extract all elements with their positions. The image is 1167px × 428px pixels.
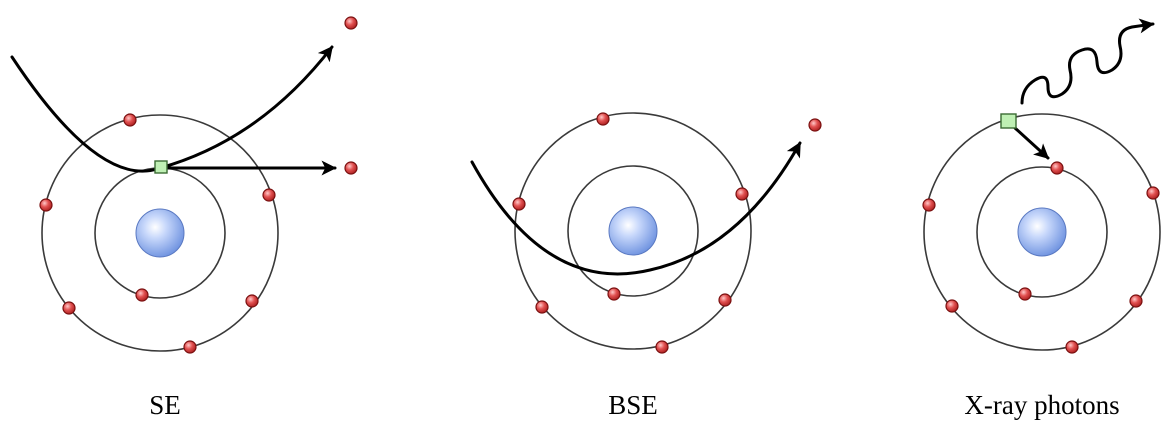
electron [246, 295, 258, 307]
electron [597, 113, 609, 125]
electron [263, 189, 275, 201]
ejected-electron [345, 17, 357, 29]
electron [719, 294, 731, 306]
nucleus [609, 207, 657, 255]
bse-panel: BSE [472, 113, 821, 420]
xray-label: X-ray photons [964, 390, 1119, 420]
se-panel: SE [12, 17, 357, 420]
electron [736, 188, 748, 200]
electron [809, 119, 821, 131]
electron [946, 300, 958, 312]
incident-electron-path [12, 47, 332, 171]
nucleus [136, 209, 184, 257]
electron [136, 289, 148, 301]
ejected-electron [345, 162, 357, 174]
electron [124, 114, 136, 126]
electron [923, 199, 935, 211]
electron [1019, 288, 1031, 300]
electron [608, 288, 620, 300]
bse-label: BSE [608, 390, 658, 420]
xray-panel: X-ray photons [923, 24, 1160, 420]
electron [1147, 187, 1159, 199]
nucleus [1018, 208, 1066, 256]
vacancy [155, 161, 167, 173]
electron [513, 198, 525, 210]
vacancy [1001, 114, 1016, 128]
electron [536, 301, 548, 313]
electron [184, 341, 196, 353]
electron [40, 199, 52, 211]
electron [1051, 162, 1063, 174]
xray-photon-wave [1022, 24, 1153, 103]
se-label: SE [149, 390, 181, 420]
electron [63, 302, 75, 314]
electron [1066, 341, 1078, 353]
electron [1130, 295, 1142, 307]
electron [656, 341, 668, 353]
electron-transition-arrow [1015, 128, 1048, 158]
